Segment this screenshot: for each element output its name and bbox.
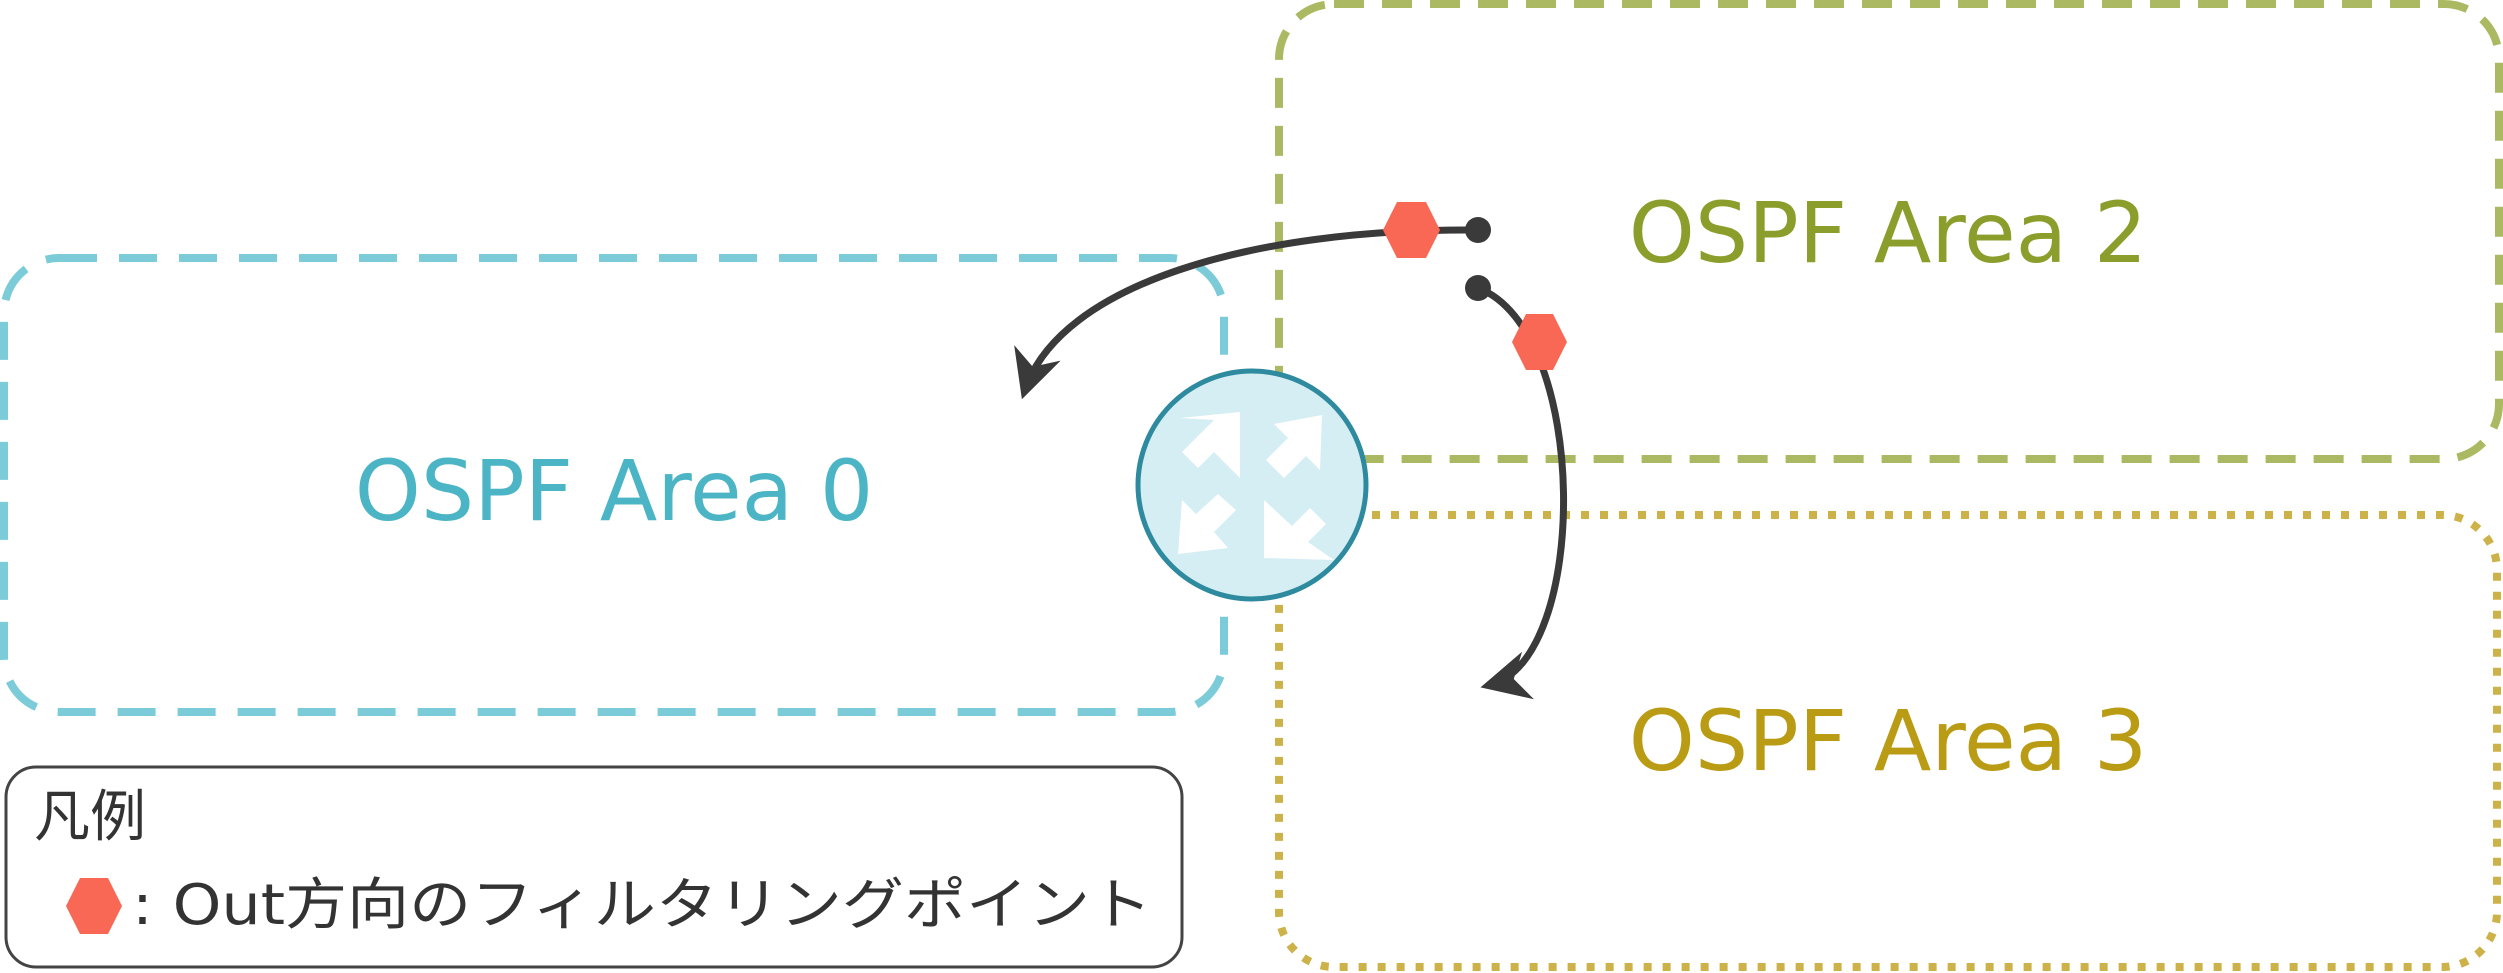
filter-point-hexagon [1512, 314, 1567, 370]
area-2-label: OSPF Area 2 [1629, 184, 2148, 282]
area-2-boundary [1275, 0, 2503, 463]
legend-title: 凡例 [34, 785, 146, 850]
arrow-origin-dot [1465, 275, 1491, 301]
route-arrow-area2-to-area3 [1476, 284, 1567, 700]
legend: 凡例 : Out方向のフィルタリングポイント [4, 765, 1184, 969]
area-3-boundary [1275, 511, 2501, 971]
filter-point-hexagon [1383, 202, 1440, 258]
filter-point-hexagon-icon [66, 878, 122, 934]
area-3-label: OSPF Area 3 [1629, 692, 2148, 790]
area-0-label: OSPF Area 0 [355, 442, 874, 540]
arrow-origin-dot [1465, 217, 1491, 243]
area-0-boundary [0, 254, 1228, 716]
legend-item-label: : Out方向のフィルタリングポイント [132, 873, 1152, 938]
router-icon [1135, 368, 1369, 602]
legend-box [4, 765, 1184, 969]
